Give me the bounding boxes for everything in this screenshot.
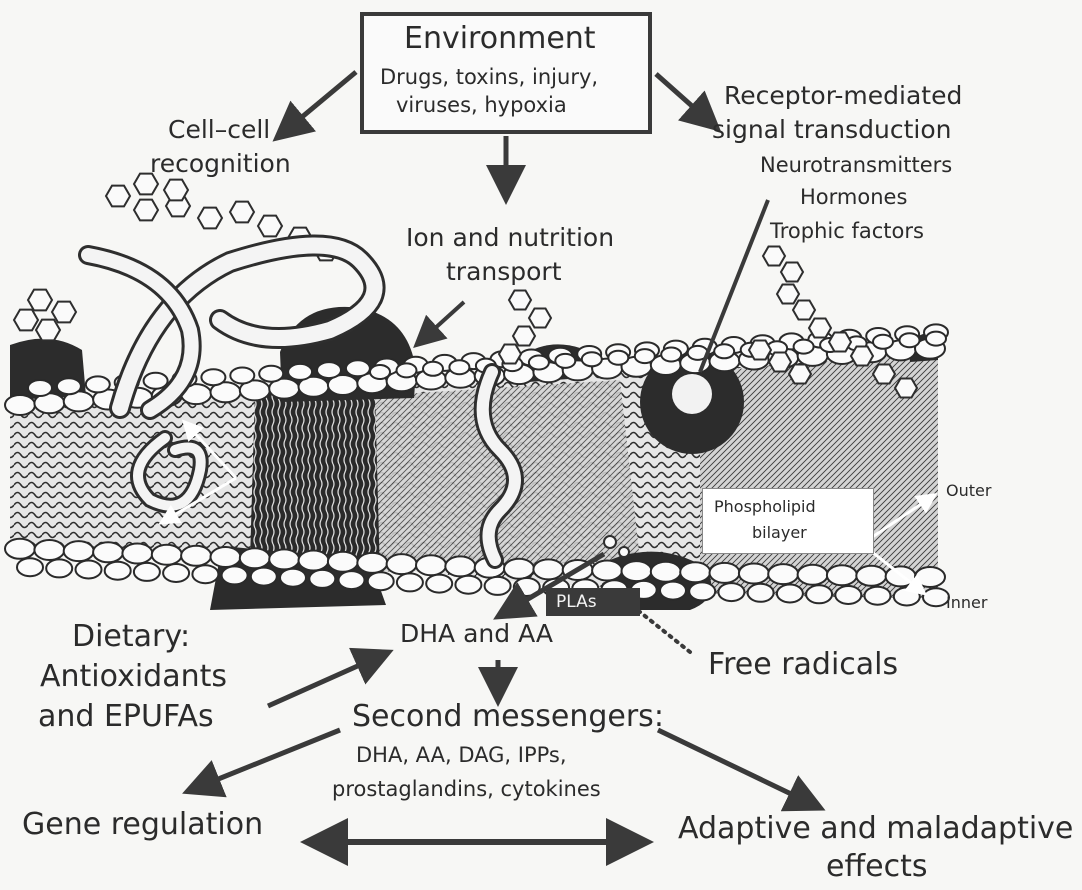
receptor-item-neurotransmitters: Neurotransmitters xyxy=(760,154,952,178)
bilayer-label-1: Phospholipid xyxy=(714,498,816,516)
environment-line-2: viruses, hypoxia xyxy=(396,94,567,118)
environment-title: Environment xyxy=(404,22,596,56)
bilayer-label-2: bilayer xyxy=(752,524,807,542)
ion-transport-label-1: Ion and nutrition xyxy=(406,224,614,252)
environment-line-1: Drugs, toxins, injury, xyxy=(380,66,598,90)
arrow-ion-to-membrane xyxy=(422,302,464,340)
cell-cell-label-1: Cell–cell xyxy=(168,116,270,144)
adaptive-label-1: Adaptive and maladaptive xyxy=(678,812,1073,846)
gene-regulation-label: Gene regulation xyxy=(22,808,263,842)
dotted-free-radicals-to-pla xyxy=(640,612,690,652)
pla-enzyme-dots xyxy=(604,536,616,548)
pla-enzyme-dots xyxy=(619,547,629,557)
arrow-second-to-gene xyxy=(196,730,340,788)
receptor-item-hormones: Hormones xyxy=(800,186,907,210)
dietary-label-1: Dietary: xyxy=(72,620,190,654)
second-messengers-title: Second messengers: xyxy=(352,700,664,734)
dietary-label-3: and EPUFAs xyxy=(38,700,214,734)
second-messengers-line-1: DHA, AA, DAG, IPPs, xyxy=(356,744,567,768)
receptor-label-2: signal transduction xyxy=(712,116,952,144)
free-radicals-label: Free radicals xyxy=(708,648,898,682)
arrow-second-to-adaptive xyxy=(658,730,812,804)
cell-cell-label-2: recognition xyxy=(150,150,291,178)
second-messengers-line-2: prostaglandins, cytokines xyxy=(332,778,601,802)
ion-transport-label-2: transport xyxy=(446,258,562,286)
dha-aa-label: DHA and AA xyxy=(400,620,553,648)
adaptive-label-2: effects xyxy=(826,850,927,884)
receptor-label-1: Receptor-mediated xyxy=(724,82,962,110)
pla-label: PLAs xyxy=(546,588,640,616)
receptor-item-trophic-factors: Trophic factors xyxy=(770,220,924,244)
arrow-env-to-receptor xyxy=(656,74,710,122)
arrow-env-to-cellcell xyxy=(284,72,356,132)
inner-leaflet-label: Inner xyxy=(946,594,987,612)
dietary-label-2: Antioxidants xyxy=(40,660,227,694)
outer-leaflet-label: Outer xyxy=(946,482,991,500)
